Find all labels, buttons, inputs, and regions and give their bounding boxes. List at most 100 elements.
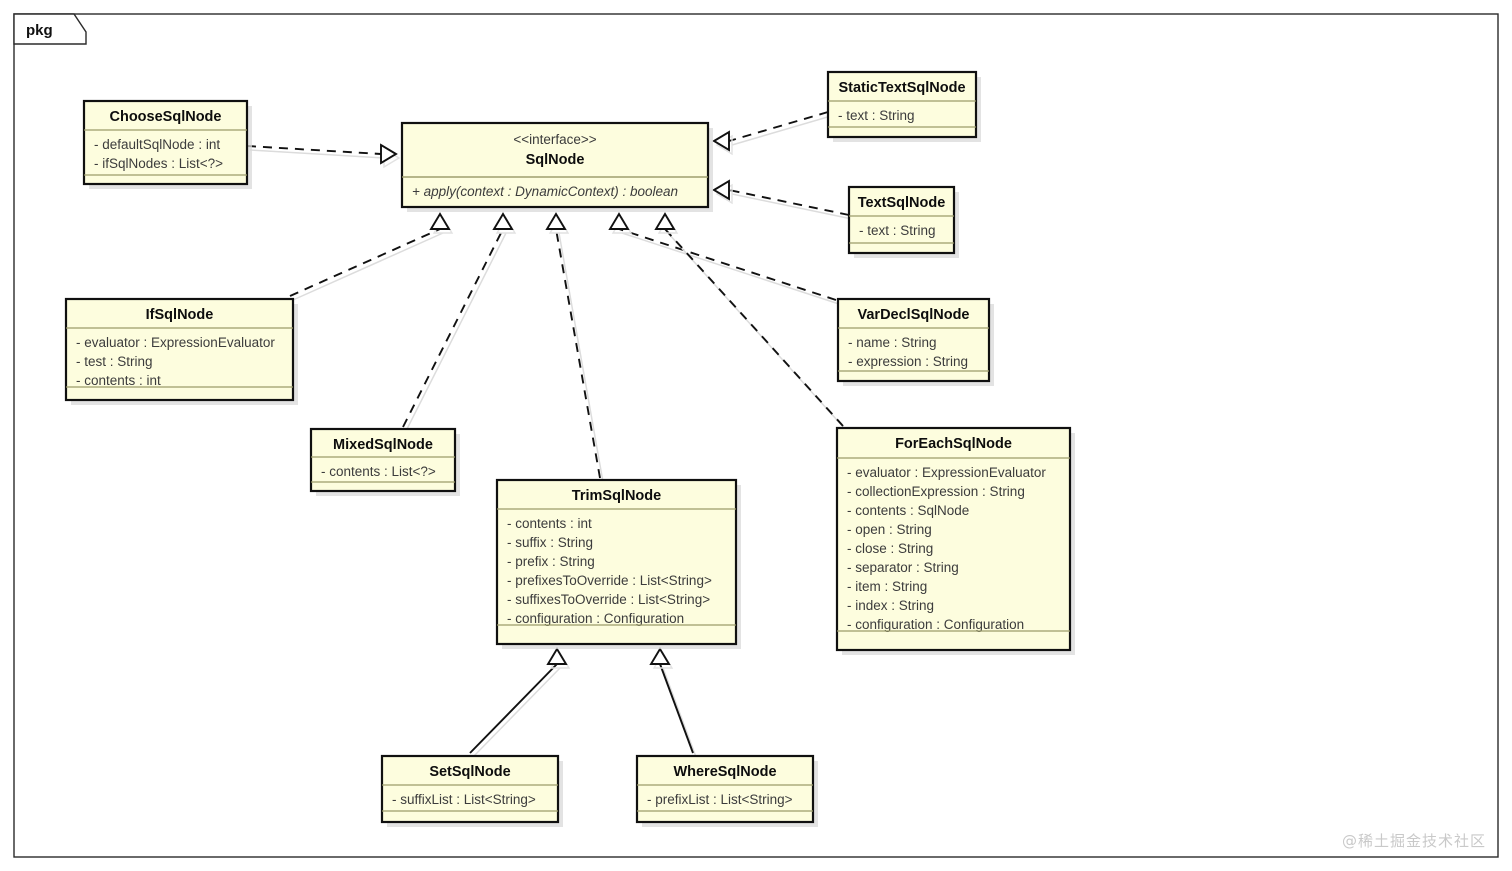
- class-box-vardeclsqlnode[interactable]: VarDeclSqlNode - name : String - expressio…: [836, 297, 994, 386]
- edge-setsqlnode-trimsqlnode: [469, 647, 571, 758]
- class-attribute: - separator : String: [847, 560, 959, 575]
- class-attribute: - contents : int: [507, 516, 592, 531]
- edge-statictextsqlnode-sqlnode: [712, 111, 832, 156]
- edge-path: [555, 228, 601, 479]
- class-attribute: - open : String: [847, 522, 932, 537]
- class-attribute: - contents : SqlNode: [847, 503, 969, 518]
- edge-shadow: [292, 232, 444, 301]
- edge-wheresqlnode-trimsqlnode: [649, 647, 697, 758]
- class-attribute: - ifSqlNodes : List<?>: [94, 156, 223, 171]
- class-attribute: - suffixesToOverride : List<String>: [507, 592, 710, 607]
- class-name: WhereSqlNode: [673, 764, 776, 780]
- class-box-ifsqlnode[interactable]: IfSqlNode - evaluator : ExpressionEvaluat…: [64, 297, 298, 405]
- class-name: ForEachSqlNode: [895, 436, 1012, 452]
- edge-shadow: [621, 232, 840, 305]
- class-attribute: - suffixList : List<String>: [392, 792, 536, 807]
- class-name: TextSqlNode: [858, 195, 946, 211]
- edge-shadow: [662, 667, 697, 758]
- arrow-head-hollow-triangle: [712, 179, 730, 201]
- class-box-body: [847, 185, 956, 255]
- edge-choosesqlnode-sqlnode: [246, 143, 401, 169]
- edge-shadow: [558, 232, 604, 483]
- class-attribute: - configuration : Configuration: [847, 617, 1024, 632]
- class-attribute: - close : String: [847, 541, 933, 556]
- class-attribute: - collectionExpression : String: [847, 484, 1025, 499]
- class-box-setsqlnode[interactable]: SetSqlNode - suffixList : List<String>: [380, 754, 563, 827]
- class-name: SetSqlNode: [429, 764, 510, 780]
- class-attribute: - configuration : Configuration: [507, 611, 684, 626]
- package-frame: pkg: [13, 13, 1499, 858]
- edge-path: [728, 189, 850, 216]
- class-name: MixedSqlNode: [333, 437, 433, 453]
- class-attribute: - item : String: [847, 579, 927, 594]
- arrow-head-hollow-triangle: [654, 212, 676, 230]
- class-name: VarDeclSqlNode: [857, 307, 969, 323]
- arrow-head-hollow-triangle: [380, 143, 398, 165]
- package-frame-label: pkg: [26, 22, 53, 39]
- class-box-body: [835, 426, 1072, 652]
- class-attribute: - contents : List<?>: [321, 464, 436, 479]
- class-box-trimsqlnode[interactable]: TrimSqlNode- contents : int- suffix : St…: [495, 478, 741, 649]
- edge-shadow: [249, 149, 385, 159]
- class-boxes: ChooseSqlNode- defaultSqlNode : int- ifS…: [64, 70, 1075, 827]
- package-frame-border: [13, 13, 1499, 858]
- edge-path: [618, 228, 837, 301]
- edge-trimsqlnode-sqlnode: [545, 212, 604, 483]
- edge-ifsqlnode-sqlnode: [289, 212, 454, 301]
- edge-vardeclsqlnode-sqlnode: [608, 212, 840, 305]
- edge-path: [664, 228, 844, 427]
- edge-path: [402, 228, 504, 428]
- edge-mixedsqlnode-sqlnode: [402, 212, 517, 432]
- edge-foreachsqlnode-sqlnode: [654, 212, 847, 431]
- class-box-choosesqlnode[interactable]: ChooseSqlNode- defaultSqlNode : int- ifS…: [82, 99, 252, 189]
- class-box-statictextsqlnode[interactable]: StaticTextSqlNode - text : String: [826, 70, 981, 142]
- arrow-head-hollow-triangle: [545, 212, 567, 230]
- class-attribute: - evaluator : ExpressionEvaluator: [847, 465, 1046, 480]
- class-attribute: - expression : String: [848, 354, 968, 369]
- class-attribute: - text : String: [859, 223, 936, 238]
- class-name: StaticTextSqlNode: [838, 80, 965, 96]
- class-box-textsqlnode[interactable]: TextSqlNode - text : String: [847, 185, 959, 258]
- edge-path: [289, 228, 441, 297]
- class-box-body: [836, 297, 991, 383]
- arrow-head-hollow-triangle: [429, 212, 451, 230]
- class-attribute: - index : String: [847, 598, 934, 613]
- edge-path: [728, 111, 829, 142]
- class-attribute: - contents : int: [76, 373, 161, 388]
- edge-path: [246, 145, 382, 155]
- class-name: IfSqlNode: [146, 307, 214, 323]
- relationship-edges: [246, 111, 853, 758]
- class-attribute: - prefixesToOverride : List<String>: [507, 573, 712, 588]
- class-box-wheresqlnode[interactable]: WhereSqlNode - prefixList : List<String>: [635, 754, 818, 827]
- class-attribute: - evaluator : ExpressionEvaluator: [76, 335, 275, 350]
- class-attribute: - test : String: [76, 354, 153, 369]
- edge-textsqlnode-sqlnode: [712, 179, 853, 220]
- class-box-sqlnode[interactable]: <<interface>> SqlNode + apply(context : Dy…: [400, 121, 713, 212]
- arrow-head-hollow-triangle: [608, 212, 630, 230]
- class-name: SqlNode: [526, 152, 585, 168]
- class-method: + apply(context : DynamicContext) : bool…: [412, 184, 678, 199]
- arrow-head-hollow-triangle: [712, 130, 730, 152]
- class-box-mixedsqlnode[interactable]: MixedSqlNode - contents : List<?>: [309, 427, 460, 496]
- arrow-head-hollow-triangle: [649, 647, 671, 665]
- class-box-body: [826, 70, 978, 139]
- class-box-body: [64, 297, 295, 402]
- class-attribute: - defaultSqlNode : int: [94, 137, 220, 152]
- class-box-body: [495, 478, 738, 646]
- edge-shadow: [472, 667, 561, 758]
- class-box-foreachsqlnode[interactable]: ForEachSqlNode - evaluator : ExpressionEv…: [835, 426, 1075, 655]
- class-attribute: - prefixList : List<String>: [647, 792, 793, 807]
- arrow-head-hollow-triangle: [492, 212, 514, 230]
- class-stereotype: <<interface>>: [513, 132, 596, 147]
- edge-path: [469, 663, 558, 754]
- package-frame-tab: [13, 13, 87, 45]
- class-attribute: - text : String: [838, 108, 915, 123]
- edge-shadow: [731, 115, 832, 146]
- class-attribute: - prefix : String: [507, 554, 595, 569]
- edge-shadow: [405, 232, 507, 432]
- class-box-body: [400, 121, 710, 209]
- watermark: @稀土掘金技术社区: [1341, 832, 1486, 850]
- class-attribute: - name : String: [848, 335, 937, 350]
